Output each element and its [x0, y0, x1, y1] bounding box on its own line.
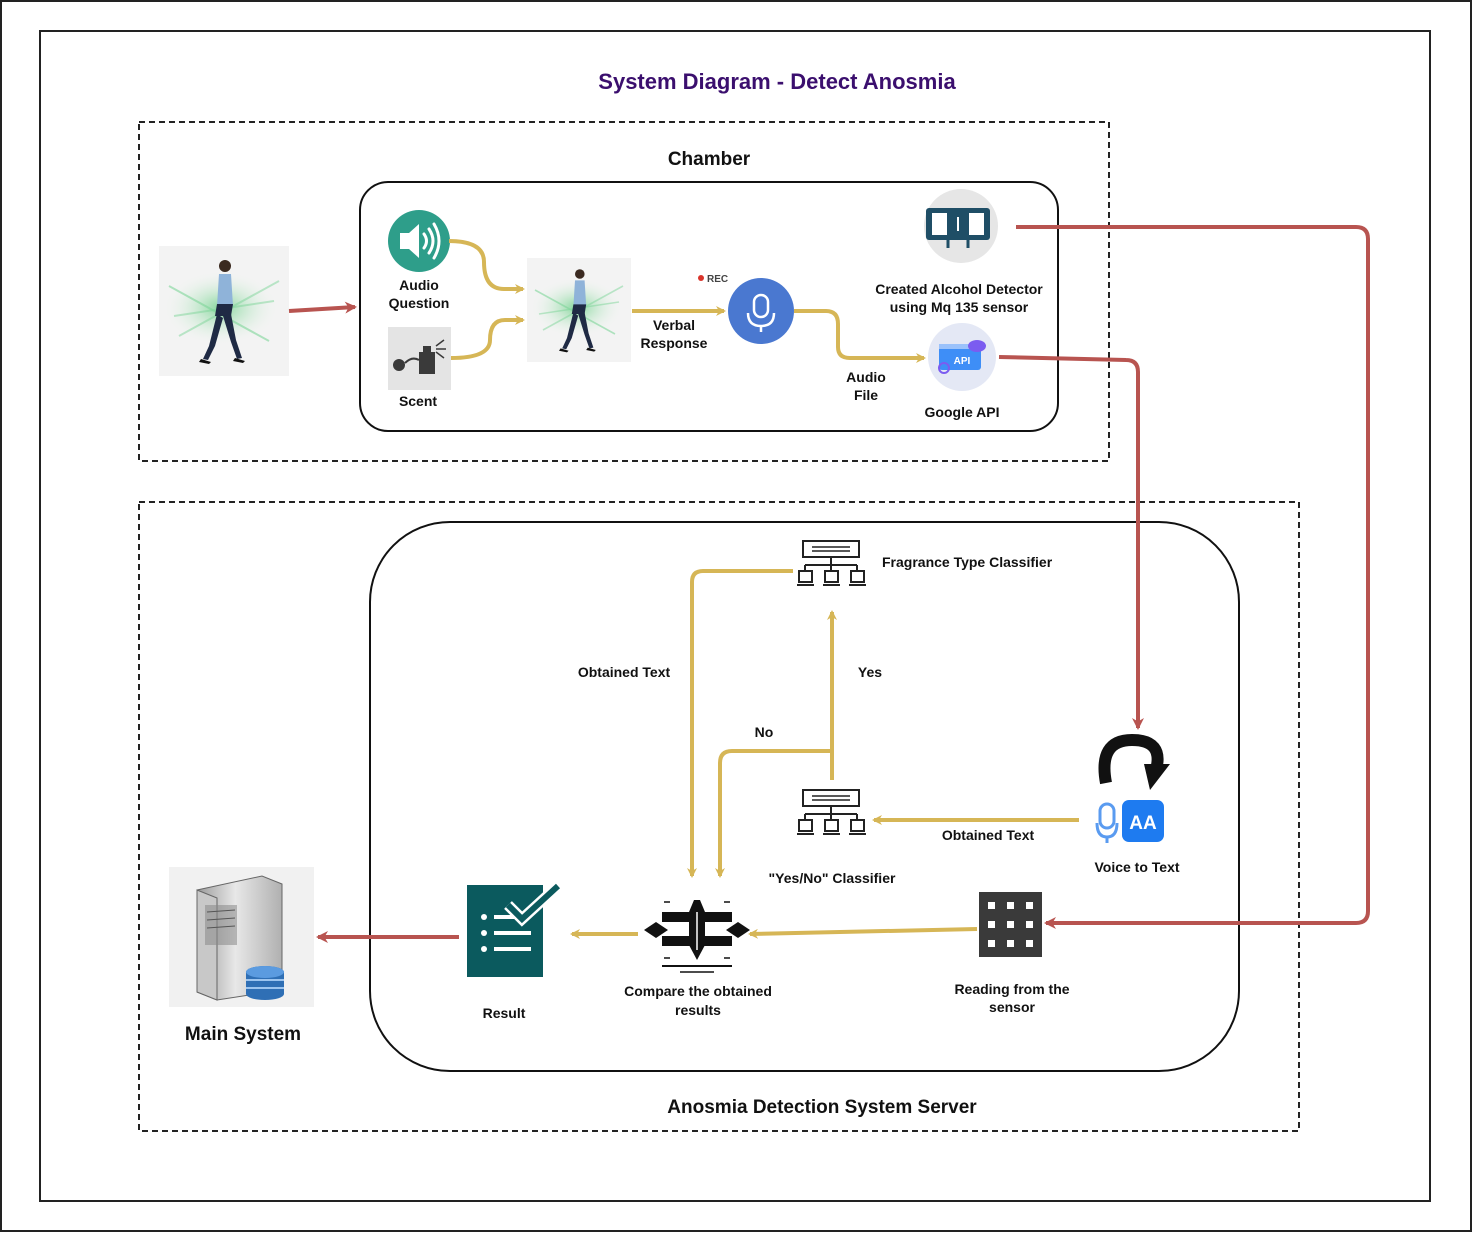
chamber-inner-box [359, 181, 1059, 432]
yes-no-classifier-icon [796, 789, 867, 835]
alcohol-detector-line2: using Mq 135 sensor [890, 299, 1029, 315]
no-label: No [755, 724, 774, 740]
diagram-title: System Diagram - Detect Anosmia [598, 69, 956, 94]
sensor-grid-icon [979, 892, 1042, 957]
arrow-sensor-device-to-reading [1016, 225, 1370, 929]
arrow-fragrance-to-compare [687, 569, 793, 878]
verbal-response-line1: Verbal [653, 317, 695, 333]
voice-to-text-label: Voice to Text [1094, 859, 1179, 875]
main-system-label: Main System [185, 1024, 301, 1045]
rec-badge: REC [698, 274, 728, 285]
inner-frame [39, 30, 1431, 1202]
audio-file-line1: Audio [846, 369, 886, 385]
server-container [138, 501, 1300, 1132]
reading-sensor-line2: sensor [989, 999, 1035, 1015]
rec-badge-text: REC [707, 274, 728, 285]
compare-pen-icon [644, 900, 750, 973]
microphone-icon [728, 278, 794, 344]
compare-line2: results [675, 1002, 721, 1018]
result-label: Result [483, 1005, 526, 1021]
arrow-api-to-voice-to-text [998, 355, 1144, 730]
audio-question-label-line2: Question [389, 295, 450, 311]
chamber-container [138, 121, 1110, 462]
verbal-response-line2: Response [641, 335, 708, 351]
server-title: Anosmia Detection System Server [667, 1097, 977, 1118]
arrow-person-to-chamber [288, 301, 357, 314]
yes-label: Yes [858, 664, 882, 680]
reading-sensor-line1: Reading from the [954, 981, 1069, 997]
arrow-audio-to-person [448, 239, 525, 294]
arrow-scent-to-person [450, 315, 525, 360]
obtained-text-left: Obtained Text [578, 664, 671, 680]
google-api-label: Google API [925, 404, 1000, 420]
server-database-icon [169, 867, 314, 1007]
scent-label: Scent [399, 393, 437, 409]
speaker-icon [388, 210, 450, 272]
sensor-device-icon [924, 189, 998, 263]
checklist-icon [467, 881, 562, 977]
alcohol-detector-line1: Created Alcohol Detector [875, 281, 1043, 297]
voice-to-text-icon: AA [1095, 733, 1170, 843]
fragrance-classifier-icon [796, 540, 867, 586]
perfume-bottle-icon [388, 327, 451, 390]
api-badge-text: API [954, 356, 971, 367]
chamber-title: Chamber [668, 149, 751, 170]
api-cloud-icon: API [928, 323, 996, 391]
fragrance-classifier-label: Fragrance Type Classifier [882, 554, 1053, 570]
walking-person-center-image [526, 257, 632, 363]
arrow-mic-to-api [794, 309, 926, 363]
obtained-text-right: Obtained Text [942, 827, 1035, 843]
walking-person-image [158, 245, 290, 377]
audio-file-line2: File [854, 387, 878, 403]
compare-line1: Compare the obtained [624, 983, 772, 999]
audio-question-label-line1: Audio [399, 277, 439, 293]
yes-no-classifier-label: "Yes/No" Classifier [769, 870, 896, 886]
arrow-no-to-compare [715, 749, 832, 878]
arrow-sensor-to-compare [748, 927, 978, 939]
voice-to-text-badge: AA [1129, 813, 1157, 834]
server-inner-box [369, 521, 1240, 1072]
